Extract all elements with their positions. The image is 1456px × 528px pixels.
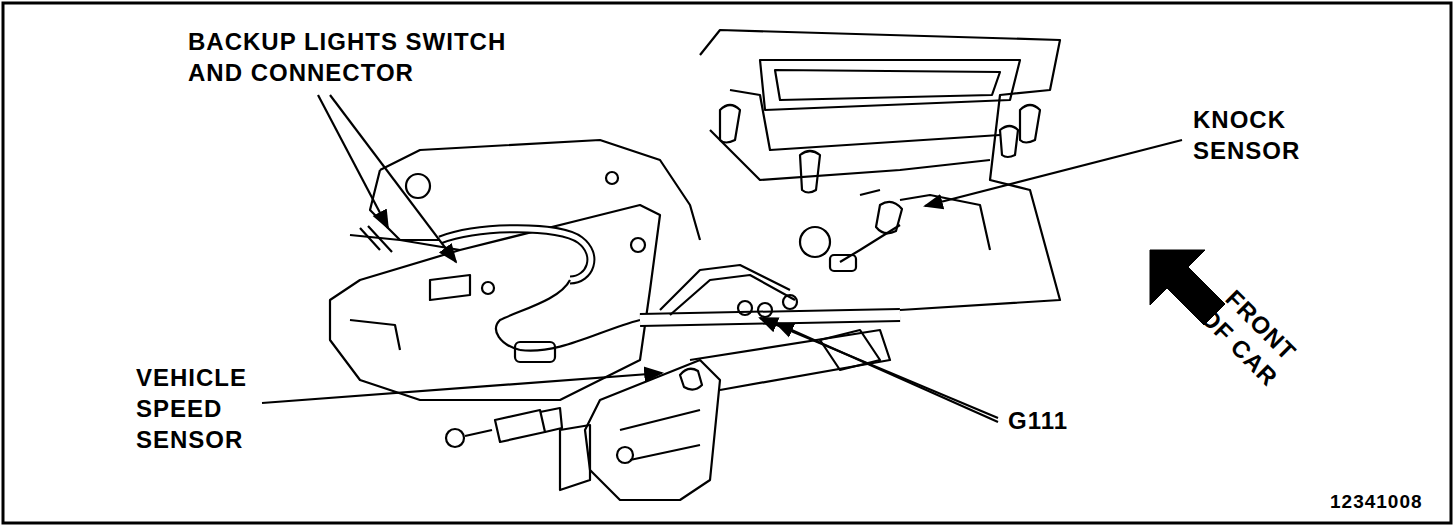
part-label: BACKUP LIGHTS SWITCH AND CONNECTOR — [188, 26, 533, 88]
line-art — [262, 30, 1182, 500]
frame-border — [3, 3, 1451, 523]
figure-number: 12341008 — [1330, 490, 1450, 515]
part-label: KNOCK SENSOR — [1193, 104, 1323, 166]
part-label: VEHICLE SPEED SENSOR — [136, 362, 261, 456]
ground-label: G111 — [1008, 405, 1098, 436]
